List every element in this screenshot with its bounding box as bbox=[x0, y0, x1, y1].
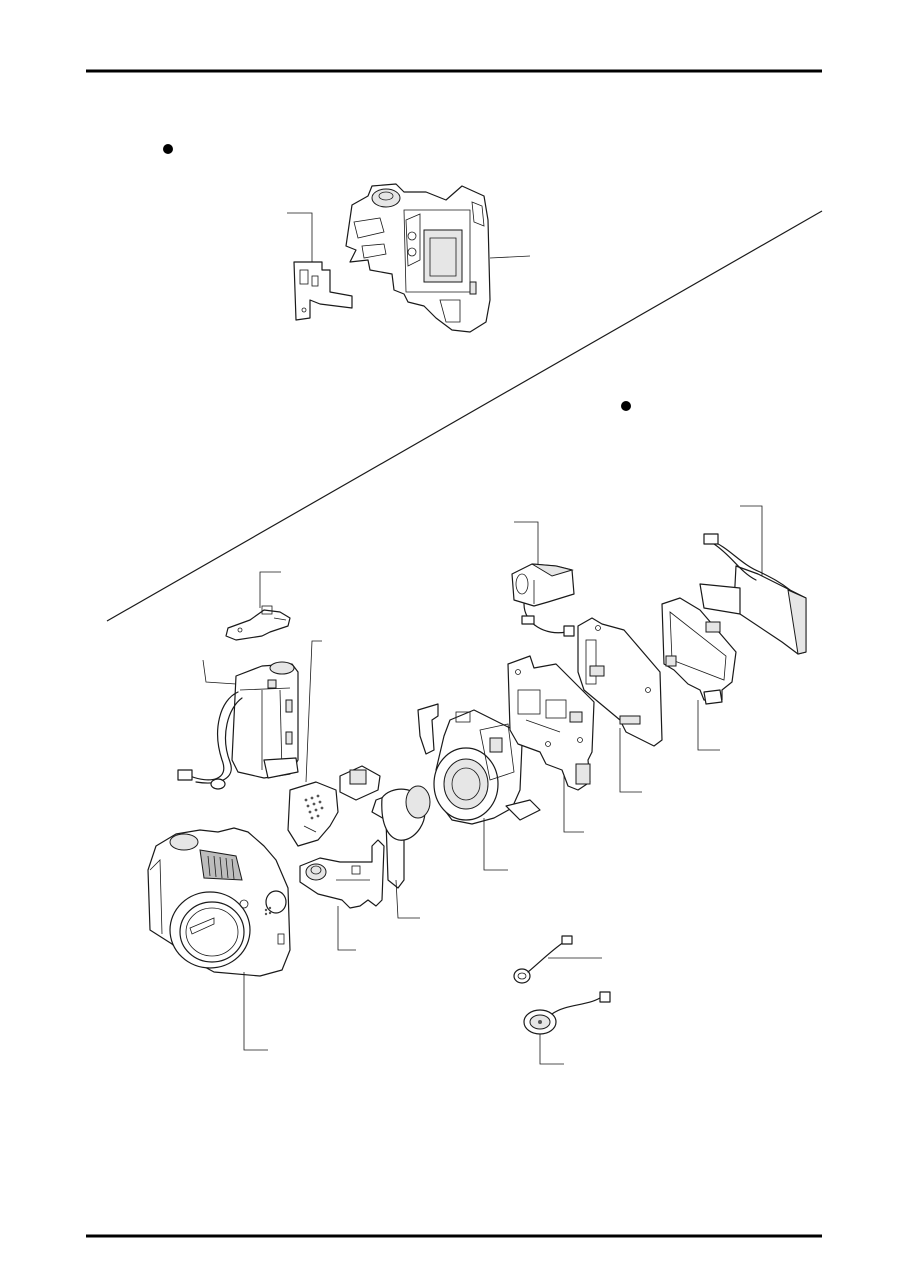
speaker-cable bbox=[523, 991, 611, 1035]
battery-holder-assembly bbox=[177, 661, 299, 790]
section-bullet-rear bbox=[163, 144, 173, 154]
leader-lcd-panel bbox=[740, 505, 763, 576]
lens-unit bbox=[417, 703, 541, 825]
section-bullet-front bbox=[621, 401, 631, 411]
flash-charge-plate bbox=[287, 781, 339, 847]
leader-speaker-cable bbox=[539, 1034, 564, 1065]
rear-frame-plate bbox=[293, 261, 353, 321]
capacitor-block bbox=[511, 563, 575, 637]
shutter-flex-bracket bbox=[339, 765, 431, 889]
leader-front-cover-assembly bbox=[243, 972, 268, 1051]
leader-battery-holder bbox=[202, 659, 237, 685]
leader-rear-frame-plate bbox=[287, 212, 313, 262]
leader-lens-bracket bbox=[337, 906, 356, 951]
front-cover-assembly bbox=[147, 827, 291, 977]
leader-rear-cover-assembly bbox=[489, 255, 531, 259]
leader-power-pcb bbox=[619, 728, 642, 793]
power-pcb bbox=[577, 617, 663, 747]
leader-flash-charge-plate bbox=[305, 640, 322, 783]
leader-capacitor-block bbox=[514, 521, 539, 564]
rear-cover-assembly bbox=[345, 183, 491, 333]
leader-lcd-frame-plate bbox=[697, 700, 720, 751]
lcd-frame-plate bbox=[661, 597, 737, 705]
leader-shutter-flex-bracket bbox=[395, 879, 420, 919]
lcd-panel bbox=[699, 533, 807, 655]
lens-bracket bbox=[299, 839, 385, 909]
leader-main-pcb bbox=[563, 776, 584, 833]
main-pcb bbox=[507, 655, 595, 791]
leader-small-bracket bbox=[259, 571, 281, 608]
microphone-cable bbox=[513, 935, 573, 984]
section-divider-line bbox=[106, 210, 823, 622]
small-bracket bbox=[225, 605, 291, 641]
leader-lens-unit bbox=[483, 818, 508, 871]
